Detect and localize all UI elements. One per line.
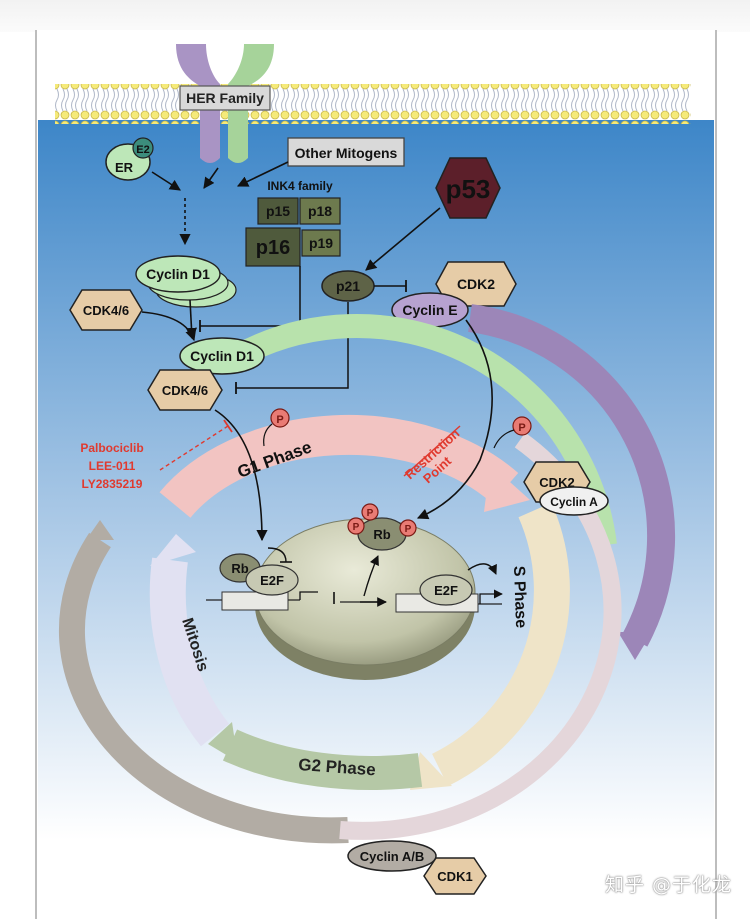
p21-label: p21	[336, 278, 360, 294]
cyclin-d1-stack-label: Cyclin D1	[146, 266, 210, 282]
cyclin-e-label: Cyclin E	[402, 302, 457, 318]
cycline-to-rb-arrow	[416, 319, 493, 520]
e2f-transcription-arrow	[467, 563, 497, 575]
cdk1-label: CDK1	[437, 869, 472, 884]
mitogen-arrow	[236, 161, 289, 187]
phospho-circle-4	[361, 503, 379, 521]
e2-label: E2	[136, 144, 149, 156]
cdk46-complex-label: CDK4/6	[162, 383, 208, 398]
rb-left-label: Rb	[231, 561, 248, 576]
p53-to-p21-arrow	[365, 207, 441, 271]
p15-label: p15	[266, 203, 290, 219]
her-arrow	[203, 167, 219, 189]
other-mitogens-label: Other Mitogens	[295, 145, 398, 161]
phospho-label-5: P	[405, 524, 412, 535]
p16-label: p16	[256, 237, 290, 259]
phospho-label-3: P	[353, 522, 360, 533]
her-receptor: HER Family	[176, 44, 274, 163]
p53-hexagon	[435, 157, 501, 219]
g2-phase-arc	[222, 729, 423, 790]
cdk46-top-label: CDK4/6	[83, 303, 129, 318]
cdk1-hexagon	[423, 857, 487, 895]
phospho-label-4: P	[367, 508, 374, 519]
p19-box	[301, 229, 341, 257]
rb-release-arrow	[363, 555, 379, 597]
p18-label: p18	[308, 203, 332, 219]
er-arrow	[151, 171, 181, 191]
er-complex: ER E2	[105, 137, 154, 181]
her-family-box	[179, 85, 271, 111]
cyclin-a-label: Cyclin A	[550, 495, 598, 509]
g1-phase-arc	[159, 414, 519, 518]
cyclin-d1-complex-label: Cyclin D1	[190, 348, 254, 364]
phospho-circle-2	[512, 416, 532, 436]
ink4-boxes: p15 p18 p16 p19	[245, 197, 341, 267]
cdk46-to-rb-arrow	[214, 409, 268, 542]
phospho-label-2: P	[518, 422, 525, 434]
p19-label: p19	[309, 235, 333, 251]
cyclin-ab-label: Cyclin A/B	[360, 849, 425, 864]
phospho-circle-5	[399, 519, 417, 537]
ink4-family-label: INK4 family	[267, 179, 333, 193]
cyclin-a-oval	[539, 486, 609, 516]
e2f-right-oval	[419, 574, 473, 606]
phospho-circle-3	[347, 517, 365, 535]
cyclin-ab-activity-arc	[58, 532, 349, 844]
drug-lee011: LEE-011	[89, 459, 136, 473]
p15-box	[257, 197, 299, 225]
cyclind1-to-complex-arrow	[185, 299, 198, 340]
watermark: 知乎 @于化龙	[604, 874, 732, 896]
cyclin-ab-oval	[347, 840, 437, 872]
cdk2-s-label: CDK2	[539, 475, 574, 490]
drug-palbociclib: Palbociclib	[80, 441, 143, 455]
p18-box	[299, 197, 341, 225]
e2f-left-label: E2F	[260, 573, 284, 588]
s-phase-arc	[431, 502, 570, 787]
cyclin-e-activity-arc	[468, 304, 676, 647]
cell-membrane	[55, 84, 691, 124]
cyclin-d1-stack: Cyclin D1	[135, 255, 237, 308]
top-band	[0, 0, 750, 32]
her-family-label: HER Family	[186, 90, 264, 106]
e2f-right-label: E2F	[434, 583, 458, 598]
p16-box	[245, 227, 301, 267]
e2f-left-oval	[245, 564, 299, 596]
other-mitogens-box	[287, 137, 405, 167]
phospho-label-1: P	[276, 414, 283, 426]
cyclin-d1-complex-oval	[179, 337, 265, 375]
drug-ly2835219: LY2835219	[82, 477, 143, 491]
cdk2-hexagon	[435, 261, 517, 307]
cdk46-complex-hexagon	[147, 369, 223, 411]
rb-center-label: Rb	[373, 527, 390, 542]
cdk2-label: CDK2	[457, 276, 495, 292]
p53-label: p53	[446, 174, 491, 204]
cdk46-top-hexagon	[69, 289, 143, 331]
mitosis-arc	[149, 557, 230, 747]
cytoplasm	[38, 120, 714, 840]
er-label: ER	[115, 160, 134, 175]
phospho-circle-1	[270, 408, 290, 428]
s-phase-label: S Phase	[510, 566, 529, 629]
